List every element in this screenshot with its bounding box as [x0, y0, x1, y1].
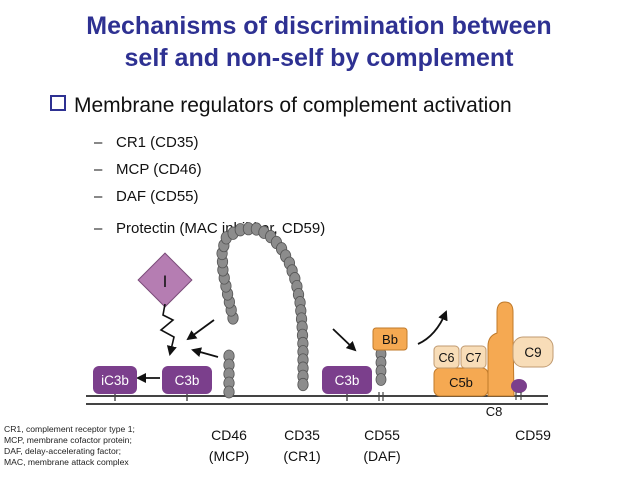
legend-line: MAC, membrane attack complex	[4, 457, 129, 467]
legend-line: DAF, delay-accelerating factor;	[4, 446, 122, 456]
factor-i-diamond	[137, 252, 193, 308]
bb-label: Bb	[382, 332, 398, 347]
c6-label: C6	[439, 351, 455, 365]
regulator-label: MCP (CD46)	[116, 161, 202, 178]
abbreviation-legend: CR1, complement receptor type 1; MCP, me…	[4, 424, 135, 468]
ic3b-label: iC3b	[101, 373, 129, 388]
regulator-label: CR1 (CD35)	[116, 134, 199, 151]
regulator-item: –DAF (CD55)	[94, 188, 199, 205]
daf-bead-chain	[375, 347, 387, 401]
bb-box	[372, 327, 408, 351]
cd35-label: CD35	[284, 427, 320, 443]
dash-icon: –	[94, 134, 103, 151]
regulator-item: –CR1 (CD35)	[94, 134, 199, 151]
cr1-bead	[297, 377, 309, 392]
c9-box	[512, 336, 554, 368]
legend-line: CR1, complement receptor type 1;	[4, 424, 135, 434]
daf-bead	[375, 373, 387, 386]
legend-line: MCP, membrane cofactor protein;	[4, 435, 132, 445]
title-line-2: self and non-self by complement	[124, 44, 514, 72]
dash-icon: –	[94, 161, 103, 178]
heading-bullet: Membrane regulators of complement activa…	[50, 94, 512, 118]
daf-label: (DAF)	[363, 448, 400, 464]
title-line-1: Mechanisms of discrimination between	[86, 12, 552, 40]
checkbox-bullet-icon	[50, 95, 66, 111]
c3b-right-box	[322, 366, 372, 394]
c7-box	[460, 345, 487, 369]
dash-icon: –	[94, 188, 103, 205]
c6-box	[433, 345, 460, 369]
cd59-label: CD59	[515, 427, 551, 443]
regulator-item: –MCP (CD46)	[94, 161, 202, 178]
cd59-blob	[511, 379, 527, 393]
mcp-label: (MCP)	[209, 448, 249, 464]
arrow-cr1-to-c3b	[186, 319, 215, 341]
c5b-label: C5b	[449, 375, 473, 390]
cd55-label: CD55	[364, 427, 400, 443]
c8-shape	[487, 301, 515, 397]
heading-text: Membrane regulators of complement activa…	[74, 94, 512, 117]
c7-label: C7	[466, 351, 482, 365]
arrow-bb-release	[417, 310, 448, 345]
c3b-left-box	[162, 366, 212, 394]
factor-i-label: I	[163, 272, 168, 291]
ic3b-box	[93, 366, 137, 394]
cd46-label: CD46	[211, 427, 247, 443]
mcp-bead-chain	[223, 349, 235, 399]
cr1-label: (CR1)	[283, 448, 320, 464]
c5b-box	[433, 367, 489, 397]
mcp-bead	[223, 385, 235, 399]
c8-label: C8	[486, 404, 503, 419]
c3b-left-label: C3b	[175, 373, 200, 388]
arrow-cr1-to-c3b-right	[332, 328, 357, 352]
c3b-right-label: C3b	[335, 373, 360, 388]
cr1-bead-chain	[216, 222, 309, 392]
c9-label: C9	[524, 345, 541, 360]
cleavage-arrow-icon	[159, 303, 177, 356]
arrow-mcp-to-c3b	[191, 347, 219, 358]
regulator-label: DAF (CD55)	[116, 188, 199, 205]
dash-icon: –	[94, 220, 103, 237]
slide-title: Mechanisms of discrimination between sel…	[0, 10, 638, 74]
